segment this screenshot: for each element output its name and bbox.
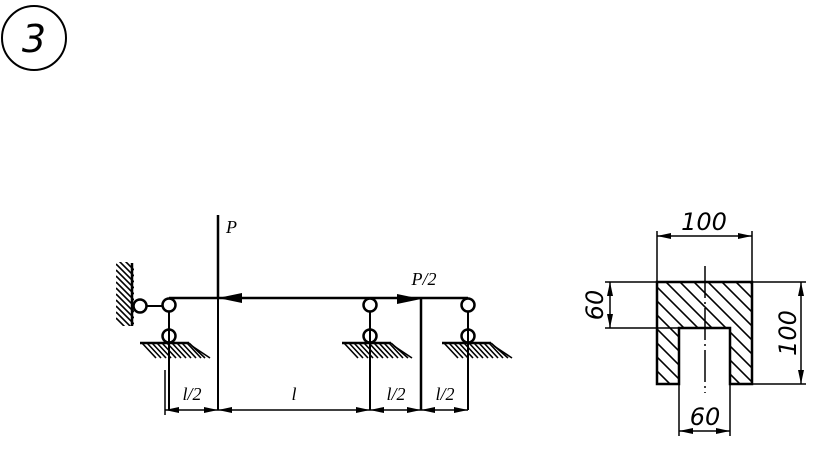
- cross-section: 100 100 60 60: [581, 208, 806, 436]
- ground-hatch: [141, 342, 211, 359]
- span-dimensions: l/2 l l/2 l/2: [164, 370, 468, 415]
- force-p-half-label: P/2: [411, 269, 437, 289]
- dim-height-label: 100: [774, 310, 802, 356]
- span-label: l/2: [182, 384, 201, 404]
- left-wall-support: [116, 262, 162, 326]
- support-c: [442, 297, 513, 410]
- wall-hatch: [116, 262, 134, 326]
- force-p-half: P/2: [397, 269, 437, 410]
- span-label: l/2: [435, 384, 454, 404]
- dim-top-width-label: 100: [681, 208, 727, 236]
- dim-slot-label: 60: [690, 403, 721, 431]
- section-outline: [655, 280, 754, 386]
- span-label: l/2: [386, 384, 405, 404]
- dim-flange-label: 60: [581, 290, 609, 321]
- ground-hatch: [343, 342, 413, 359]
- force-p-label: P: [225, 217, 237, 237]
- force-p: P: [216, 215, 242, 410]
- beam-scheme: P P/2 l/2 l l/2 l/2: [116, 215, 513, 415]
- hinge-icon: [161, 297, 177, 313]
- problem-number-badge: 3: [1, 5, 67, 71]
- problem-number: 3: [22, 17, 46, 61]
- support-a: [140, 297, 211, 410]
- ground-hatch: [443, 342, 513, 359]
- support-b: [342, 297, 413, 410]
- span-label: l: [291, 384, 296, 404]
- hinge-icon: [362, 297, 378, 313]
- hinge-icon: [132, 298, 148, 314]
- hinge-icon: [460, 297, 476, 313]
